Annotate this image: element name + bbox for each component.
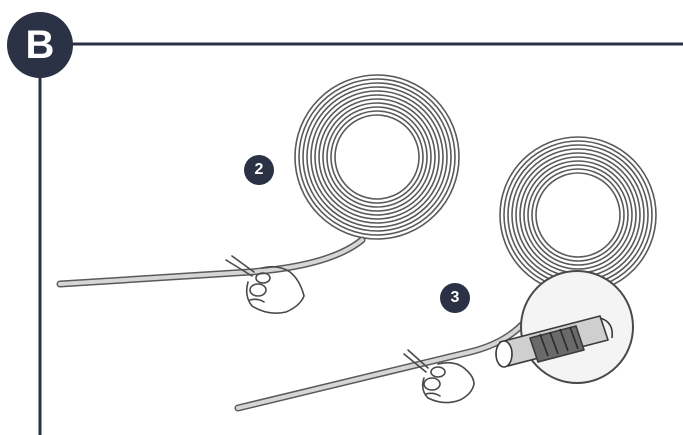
hose-connector-icon	[495, 315, 614, 368]
section-label: B	[25, 22, 55, 67]
hose-coil-icon	[499, 136, 657, 294]
hand-icon	[421, 361, 475, 404]
step-number: 2	[254, 161, 264, 178]
step-badge-2: 2	[244, 155, 274, 185]
section-badge: B	[7, 12, 73, 78]
step-badge-3: 3	[440, 283, 470, 313]
scissors-icon	[225, 255, 271, 297]
hand-icon	[245, 265, 305, 314]
hose-coil-icon	[294, 74, 460, 240]
hose-tail	[56, 236, 366, 288]
step-number: 3	[450, 289, 460, 306]
hose-tail	[234, 296, 544, 412]
scissors-icon	[403, 349, 446, 391]
